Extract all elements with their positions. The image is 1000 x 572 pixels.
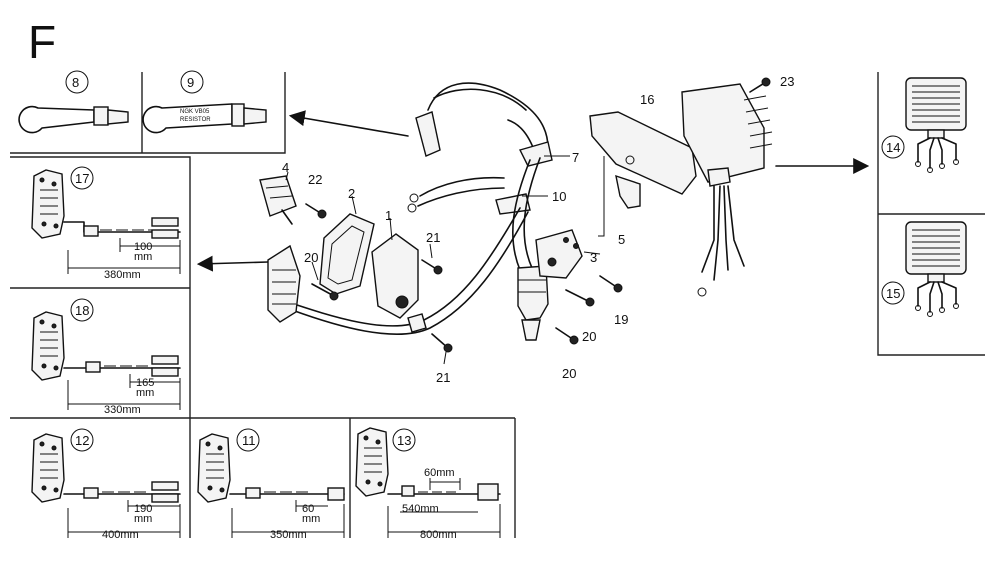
arrow-to-coils	[196, 255, 269, 272]
svg-text:2: 2	[348, 186, 355, 201]
svg-text:400mm: 400mm	[102, 529, 139, 541]
svg-text:18: 18	[75, 303, 89, 318]
main-assembly	[259, 77, 773, 365]
variant-14-regulator: 14	[881, 77, 967, 174]
variant-12-coil: 12 190 mm 400mm	[31, 428, 181, 541]
svg-text:5: 5	[618, 232, 625, 247]
svg-text:12: 12	[75, 433, 89, 448]
variant-panels-left	[10, 72, 516, 538]
cap-label-line1: NGK VB05	[180, 109, 210, 115]
svg-text:19: 19	[614, 312, 628, 327]
cap-label-line2: RESISTOR	[180, 117, 211, 123]
svg-text:22: 22	[308, 172, 322, 187]
variant-18-coil: 18 165 mm 330mm	[31, 298, 181, 416]
svg-text:23: 23	[780, 74, 794, 89]
svg-text:11: 11	[242, 433, 256, 448]
svg-text:7: 7	[572, 150, 579, 165]
svg-text:190: 190	[134, 503, 152, 515]
svg-text:20: 20	[582, 329, 596, 344]
svg-text:800mm: 800mm	[420, 529, 457, 541]
svg-text:mm: mm	[134, 251, 152, 263]
svg-text:21: 21	[426, 230, 440, 245]
svg-text:20: 20	[304, 250, 318, 265]
variant-8-plug-cap: 8	[18, 70, 129, 134]
svg-text:13: 13	[397, 433, 411, 448]
svg-text:3: 3	[590, 250, 597, 265]
variant-15-regulator: 15	[881, 221, 967, 318]
svg-text:60: 60	[302, 503, 314, 515]
svg-text:16: 16	[640, 92, 654, 107]
variant-17-coil: 17 100 mm 380mm	[31, 166, 181, 281]
svg-text:60mm: 60mm	[424, 467, 455, 479]
svg-text:380mm: 380mm	[104, 269, 141, 281]
variant-9-resistor-cap: 9 NGK VB05 RESISTOR	[142, 70, 267, 134]
variant-13-coil: 13 60mm 540mm 800mm	[355, 427, 501, 541]
svg-text:21: 21	[436, 370, 450, 385]
svg-text:4: 4	[282, 160, 289, 175]
variant-panels-right	[877, 72, 985, 356]
svg-text:540mm: 540mm	[402, 503, 439, 515]
svg-text:165: 165	[136, 377, 154, 389]
svg-text:mm: mm	[134, 513, 152, 525]
svg-text:10: 10	[552, 189, 566, 204]
svg-text:15: 15	[886, 286, 900, 301]
arrow-to-caps	[288, 110, 409, 137]
svg-text:350mm: 350mm	[270, 529, 307, 541]
svg-text:17: 17	[75, 171, 89, 186]
svg-text:100: 100	[134, 241, 152, 253]
svg-text:330mm: 330mm	[104, 404, 141, 416]
svg-text:20: 20	[562, 366, 576, 381]
callout-labels: 1 2 3 4 5 7 10 16 19 20 20 20 21 21 22 2…	[282, 74, 794, 385]
svg-text:mm: mm	[302, 513, 320, 525]
section-letter: F	[28, 16, 56, 68]
svg-text:14: 14	[886, 140, 900, 155]
svg-text:1: 1	[385, 208, 392, 223]
variant-11-coil: 11 60 mm 350mm	[197, 428, 345, 541]
svg-text:8: 8	[72, 75, 79, 90]
svg-text:9: 9	[187, 75, 194, 90]
svg-text:mm: mm	[136, 387, 154, 399]
